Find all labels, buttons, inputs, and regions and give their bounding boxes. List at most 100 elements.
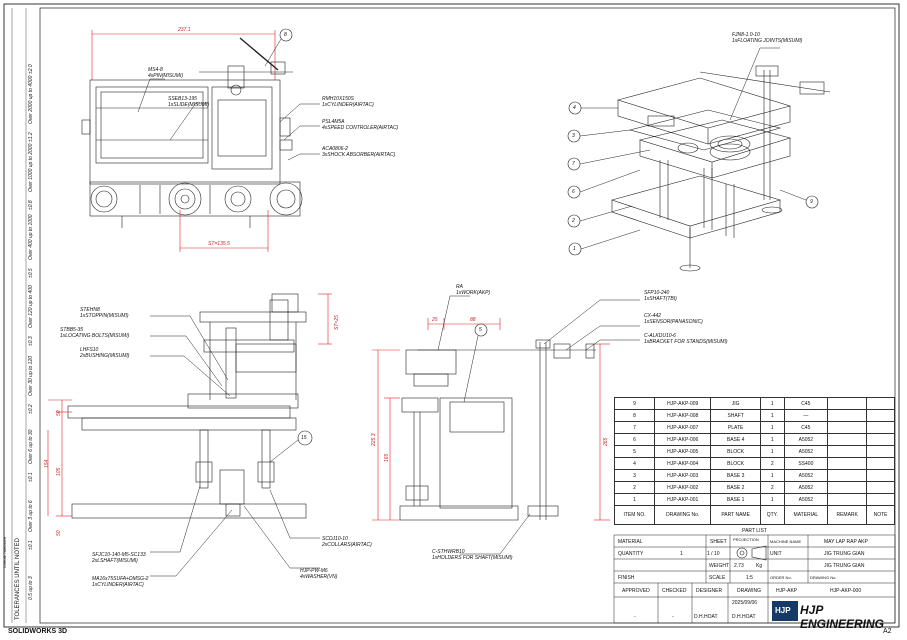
- callout-lhfs: LHFS10 2xBUSHING(MISUMI): [80, 347, 130, 359]
- brand-name: HJP ENGINEERING: [800, 603, 885, 631]
- tolerance-value: ±0.1: [28, 472, 34, 482]
- bom-cell: [866, 433, 895, 446]
- bom-cell: 5: [613, 445, 656, 458]
- tb-quantity: 1: [680, 551, 683, 557]
- footer-software: SOLIDWORKS 3D: [8, 628, 68, 635]
- callout-sfjc: SFJC10-140-M5-SC133 2xLSHAFT(MISUMI): [92, 552, 146, 564]
- tolerance-range: Over 30 up to 120: [28, 355, 34, 396]
- bom-cell: 1: [759, 397, 785, 410]
- bom-cell: 1: [759, 493, 785, 506]
- bom-cell: [827, 433, 868, 446]
- callout-aca: ACA0806-2 3xSHOCK ABSORBER(AIRTAC): [322, 146, 396, 158]
- balloon-1: 1: [573, 246, 576, 252]
- tb-order-label: ORDER No.: [770, 575, 792, 580]
- bom-cell: 4: [613, 457, 656, 470]
- bom-cell: C45: [783, 421, 829, 434]
- tb-drawer: D.H.HOAT: [732, 614, 756, 620]
- tolerance-value: ±0.5: [28, 268, 34, 278]
- callout-stehn: STEHN8 1xSTOPPIN(MISUMI): [80, 307, 129, 319]
- bom-cell: A5052: [783, 493, 829, 506]
- sheet-border: [3, 3, 900, 628]
- title-block-grid: [613, 534, 896, 624]
- dim-50-top: 50: [56, 410, 62, 416]
- bom-cell: HJP-AKP-004: [654, 457, 712, 470]
- bom-cell: [827, 493, 868, 506]
- bom-cell: HJP-AKP-003: [654, 469, 712, 482]
- callout-washer: HJP-PW-M6 4xWASHER(VN): [300, 568, 338, 580]
- tb-date: 2025/09/06: [732, 600, 758, 606]
- bom-header: ITEM NO. DRAWING No. PART NAME QTY. MATE…: [613, 505, 895, 525]
- balloon-6: 6: [572, 189, 575, 195]
- bom-cell: 6: [613, 433, 656, 446]
- hjp-logo: [772, 601, 798, 621]
- bom-cell: PLATE: [710, 421, 761, 434]
- sheet-size: A2: [883, 628, 892, 635]
- dim-154: 154: [44, 459, 50, 468]
- bom-header-remark: REMARK: [827, 505, 868, 525]
- balloon-4: 4: [573, 105, 576, 111]
- tolerance-value: ±0.3: [28, 336, 34, 346]
- tb-scale: 1:5: [746, 575, 753, 581]
- dim-50-bottom: 50: [56, 530, 62, 536]
- tolerance-title: TOLERANCES UNTIL NOTED: [15, 537, 21, 620]
- tolerance-value: ±0.2: [28, 404, 34, 414]
- bom-cell: [827, 421, 868, 434]
- bom-cell: BASE 2: [710, 481, 761, 494]
- hjp-logo-text: HJP: [775, 606, 791, 615]
- balloon-9: 9: [810, 199, 813, 205]
- tolerance-range: Over 6 up to 30: [28, 429, 34, 464]
- bom-cell: HJP-AKP-002: [654, 481, 712, 494]
- callout-rmh: RMH10X150S 1xCYLINDER(AIRTAC): [322, 96, 374, 108]
- bom-cell: BASE 3: [710, 469, 761, 482]
- tb-finish-label: FINISH: [618, 575, 635, 581]
- callout-cx: CX-442 1xSENSOR(PANASONIC): [644, 313, 703, 325]
- bom-cell: 2: [759, 481, 785, 494]
- callout-ra: RA 1xWORK(AKP): [456, 284, 491, 296]
- bom-cell: [866, 409, 895, 422]
- callout-ms4: MS4-8 4xPIN(MISUMI): [148, 67, 183, 79]
- front-view: [47, 293, 332, 577]
- bom-cell: A5052: [783, 433, 829, 446]
- bom-cell: 9: [613, 397, 656, 410]
- sheet-inner-border: [39, 7, 896, 624]
- tb-weight-unit: Kg: [756, 563, 763, 569]
- bom-header-item: ITEM NO.: [613, 505, 656, 525]
- bom-cell: 1: [613, 493, 656, 506]
- tb-designer: D.H.HOAT: [694, 614, 718, 620]
- tb-weight-label: WEIGHT: [709, 563, 729, 569]
- bom-cell: [827, 409, 868, 422]
- dim-265: 265: [603, 437, 609, 446]
- tolerance-range: 0.5 up to 3: [28, 576, 34, 600]
- bom-cell: A5052: [783, 481, 829, 494]
- bom-cell: HJP-AKP-008: [654, 409, 712, 422]
- bom-header-part: PART NAME: [710, 505, 761, 525]
- callout-sfp: SFP10-240 1xSHAFT(TBI): [644, 290, 677, 302]
- bom-title: PART LIST: [742, 527, 767, 534]
- bom-cell: [866, 457, 895, 470]
- bom-cell: 1: [759, 469, 785, 482]
- bom-cell: HJP-AKP-007: [654, 421, 712, 434]
- bom-cell: 1: [759, 445, 785, 458]
- dim-165: 165: [384, 453, 390, 462]
- bom-cell: BASE 4: [710, 433, 761, 446]
- tb-quantity-label: QUANTITY: [618, 551, 644, 557]
- dim-stroke: ST=135.5: [208, 241, 230, 247]
- tb-designer-label: DESIGNER: [696, 588, 723, 594]
- bom-cell: [827, 481, 868, 494]
- tb-sheet-label: SHEET: [710, 539, 727, 545]
- dim-width: 237.1: [178, 27, 191, 33]
- bom-header-qty: QTY.: [759, 505, 785, 525]
- tb-projection-label: PROJECTION: [733, 537, 759, 542]
- balloon-7: 7: [572, 161, 575, 167]
- bom-cell: [866, 445, 895, 458]
- tb-weight: 2.73: [734, 563, 744, 569]
- bom-cell: 8: [613, 409, 656, 422]
- tolerance-std: Overall Tolerance: [2, 536, 7, 568]
- callout-alkdu: C-ALKDU10-6 1xBRACKET FOR STANDS(MISUMI): [644, 333, 728, 345]
